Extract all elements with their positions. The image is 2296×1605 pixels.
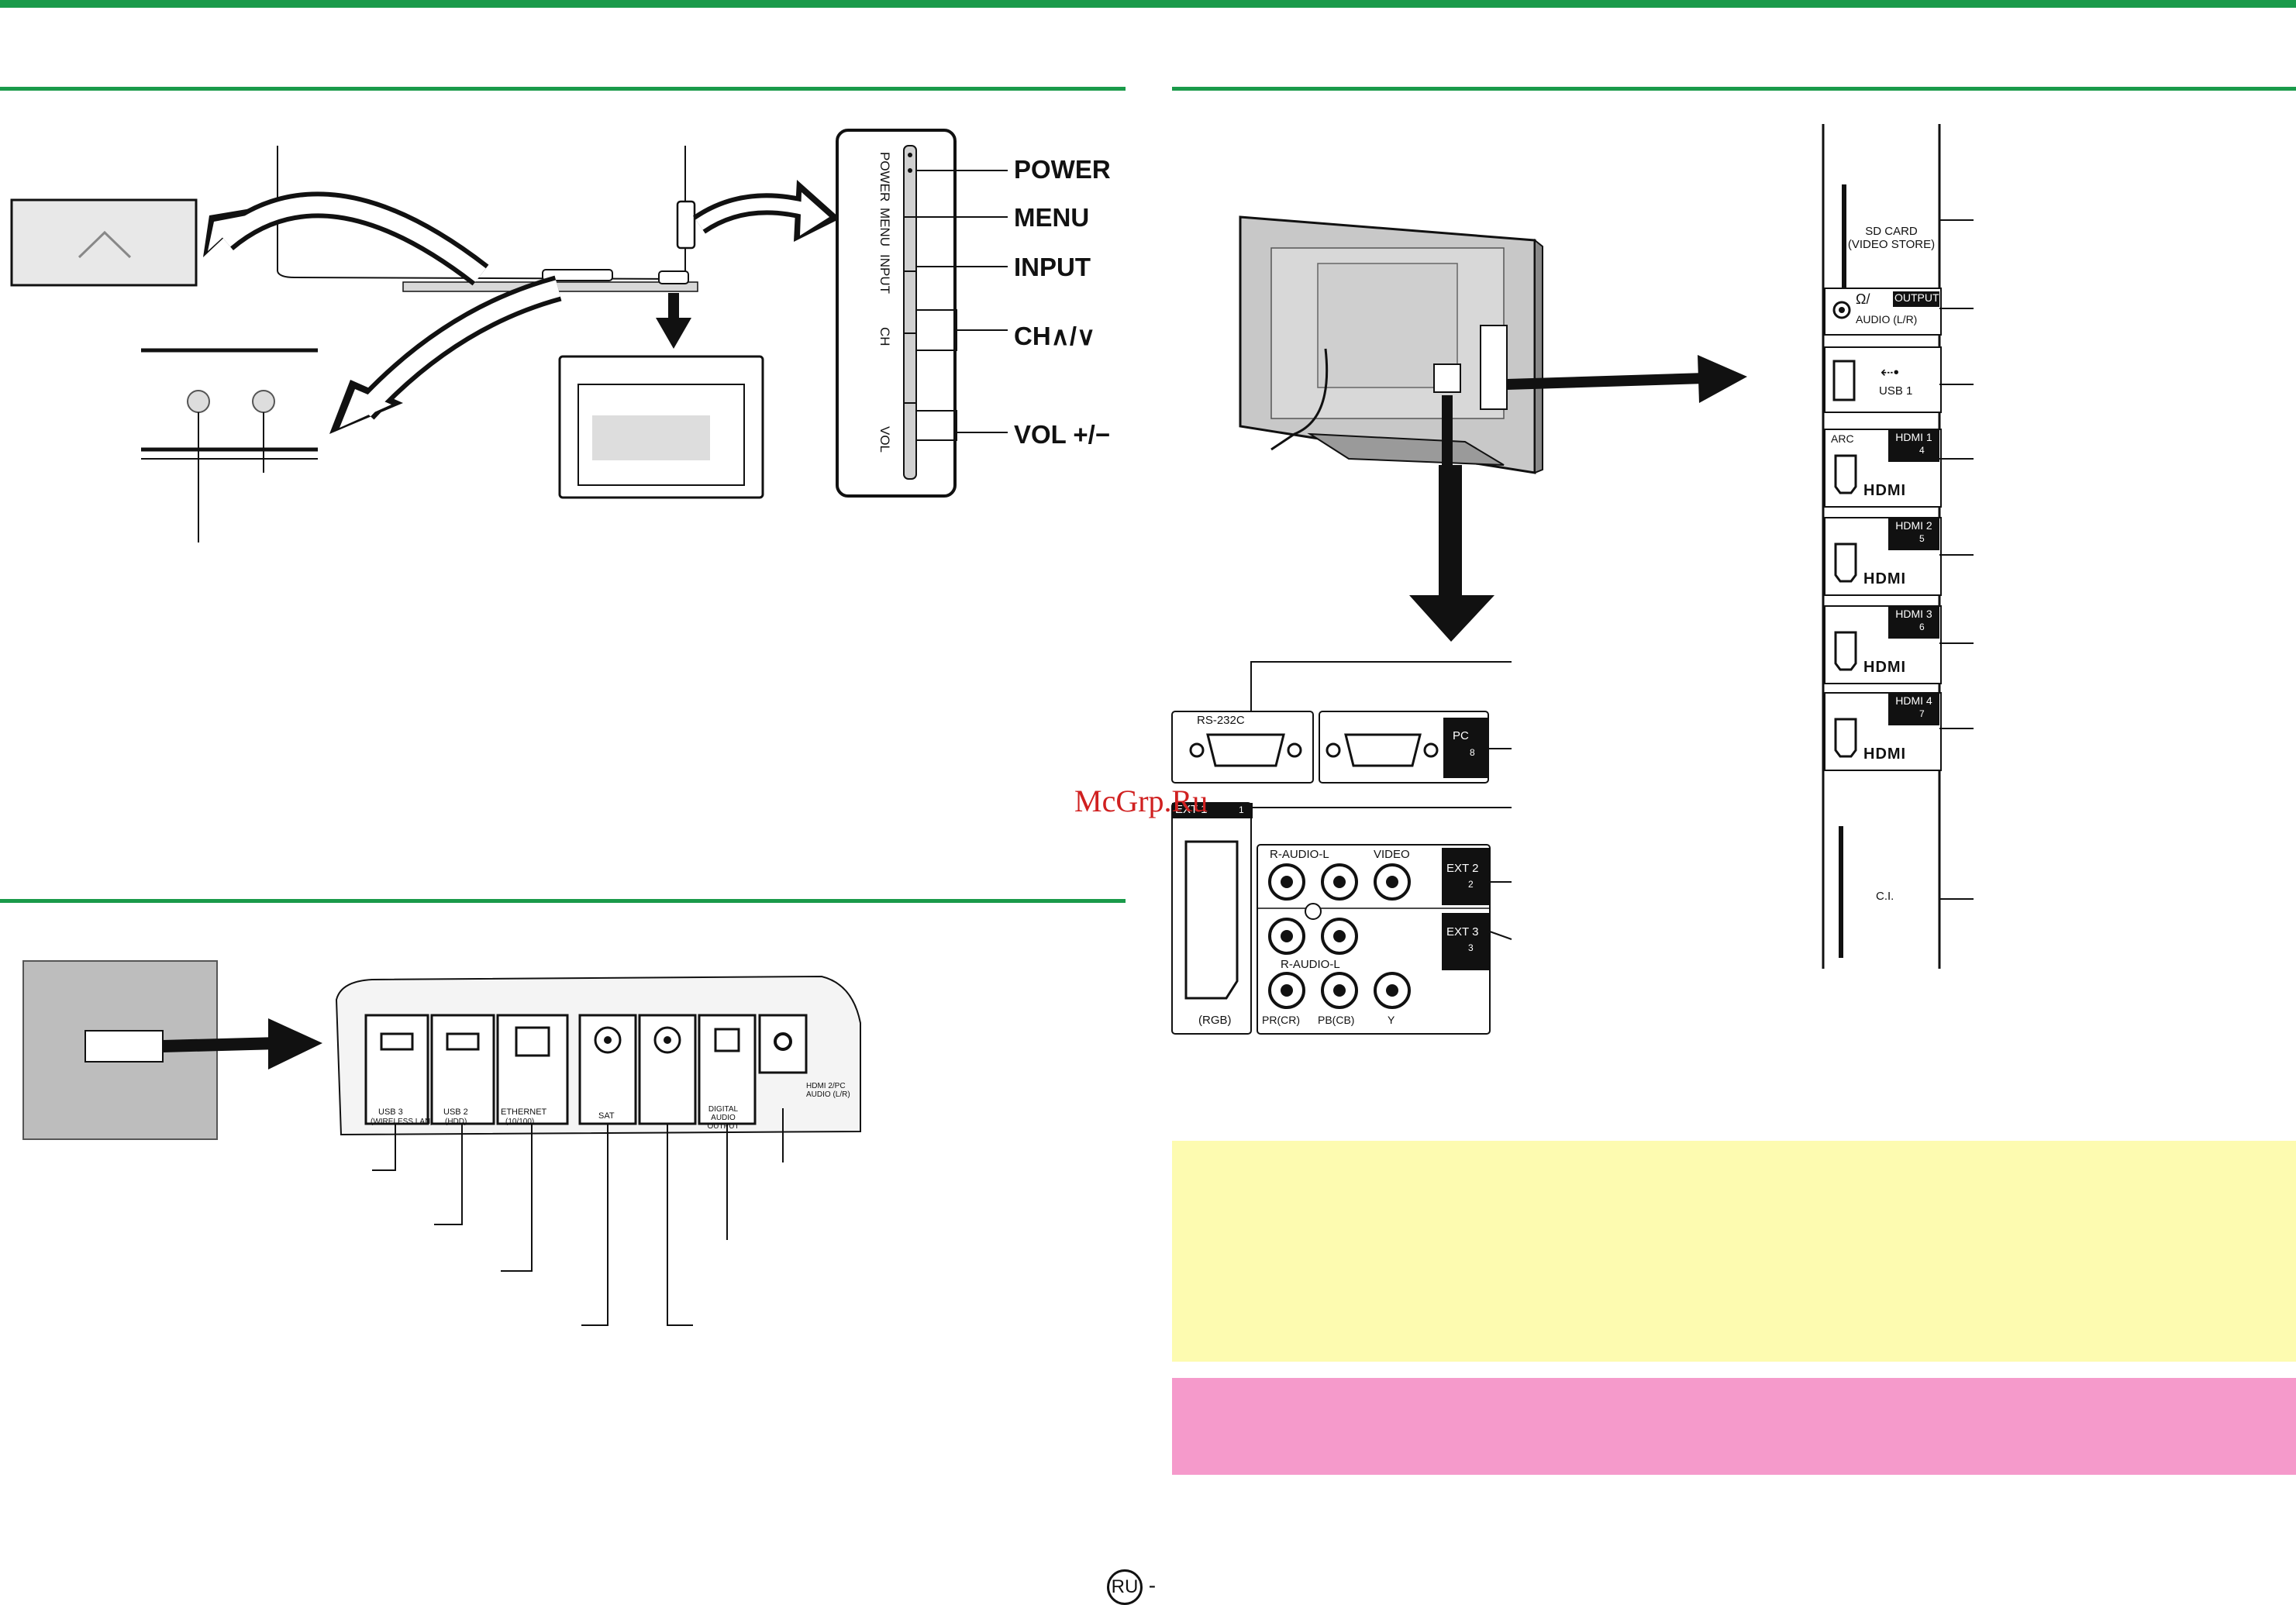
r-audio-l-label-ext2: R-AUDIO-L	[1270, 848, 1329, 861]
strip-label-vol: VOL	[877, 426, 892, 453]
hdmi2-input-number: 5	[1919, 533, 1925, 544]
side-terminal-diagram	[22, 960, 861, 1326]
rs232c-label: RS-232C	[1197, 714, 1245, 727]
ext2-label: EXT 2	[1446, 862, 1479, 875]
ext3-label: EXT 3	[1446, 925, 1479, 939]
note-box-yellow	[1172, 1141, 2296, 1362]
note-box-pink	[1172, 1378, 2296, 1475]
strip-label-ch: CH	[877, 327, 892, 346]
hdmi-pc-audio-label: HDMI 2/PC AUDIO (L/R)	[806, 1082, 850, 1099]
bottom-terminal-panel	[1171, 661, 1512, 1035]
strip-label-input: INPUT	[877, 254, 892, 294]
ethernet-label: ETHERNET	[501, 1107, 547, 1117]
label-input: INPUT	[1014, 253, 1091, 281]
usb3-label: USB 3	[378, 1107, 403, 1117]
digital-audio-output-label: DIGITAL AUDIO OUTPUT	[707, 1105, 739, 1131]
down-arrow	[1409, 465, 1494, 642]
label-vol: VOL +/−	[1014, 420, 1111, 449]
wireless-lan-label: (WIRELESS LAN)	[371, 1118, 433, 1126]
label-ch: CH∧/∨	[1014, 322, 1096, 350]
pc-label: PC	[1453, 729, 1469, 742]
usb-icon: ⇠•	[1881, 364, 1899, 381]
hdmi-port-1	[1824, 429, 1974, 508]
hdmi4-input-number: 7	[1919, 708, 1925, 719]
page-dash: -	[1148, 1573, 1157, 1597]
hdmi3-badge: HDMI 3	[1895, 608, 1932, 620]
label-power: POWER	[1014, 155, 1111, 184]
hdmi1-logo: HDMI	[1863, 482, 1907, 499]
hdmi3-logo: HDMI	[1863, 659, 1907, 676]
audio-lr-label: AUDIO (L/R)	[1856, 313, 1918, 325]
hdmi-port-4	[1824, 692, 1974, 771]
section-rule-rear-terminals	[1172, 87, 2296, 91]
hdmi1-badge: HDMI 1	[1895, 431, 1932, 443]
headphone-icon: Ω/	[1856, 291, 1870, 307]
sat-label: SAT	[598, 1111, 615, 1121]
hdmi4-logo: HDMI	[1863, 746, 1907, 763]
label-menu: MENU	[1014, 203, 1090, 232]
usb1-label: USB 1	[1879, 384, 1913, 398]
hdmi-port-3	[1824, 605, 1974, 684]
front-panel-diagram: POWER MENU INPUT CH VOL	[10, 129, 1008, 542]
language-badge: RU	[1107, 1569, 1143, 1605]
pb-label: PB(CB)	[1318, 1014, 1355, 1026]
rgb-label: (RGB)	[1198, 1014, 1232, 1027]
arc-label: ARC	[1831, 432, 1854, 445]
watermark: McGrp.Ru	[1074, 784, 1208, 818]
section-rule-side-terminals	[0, 899, 1126, 903]
audio-output-badge: OUTPUT	[1894, 291, 1939, 304]
strip-label-menu: MENU	[877, 208, 892, 246]
ext2-input-number: 2	[1468, 879, 1474, 890]
pr-label: PR(CR)	[1262, 1014, 1300, 1026]
page-footer: RU -	[1107, 1569, 1156, 1605]
rear-terminal-strip	[1822, 124, 1974, 969]
sd-card-label: SD CARD (VIDEO STORE)	[1847, 225, 1936, 251]
r-audio-l-label-ext3: R-AUDIO-L	[1281, 958, 1340, 971]
ext1-label: EXT 1	[1175, 803, 1208, 816]
top-rule	[0, 0, 2296, 8]
hdd-label: (HDD)	[445, 1118, 467, 1126]
ext3-input-number: 3	[1468, 942, 1474, 953]
y-label: Y	[1388, 1014, 1395, 1026]
pc-input-number: 8	[1470, 747, 1475, 758]
ci-label: C.I.	[1876, 890, 1894, 903]
strip-label-power: POWER	[877, 152, 892, 201]
hdmi4-badge: HDMI 4	[1895, 694, 1932, 707]
hdmi-port-2	[1824, 517, 1974, 596]
hdmi3-input-number: 6	[1919, 622, 1925, 632]
usb2-label: USB 2	[443, 1107, 468, 1117]
hdmi2-badge: HDMI 2	[1895, 519, 1932, 532]
tv-rear-diagram	[1239, 215, 1747, 496]
ext1-input-number: 1	[1239, 804, 1244, 815]
hdmi1-input-number: 4	[1919, 445, 1925, 456]
section-rule-controls	[0, 87, 1126, 91]
hdmi2-logo: HDMI	[1863, 570, 1907, 587]
video-label: VIDEO	[1374, 848, 1410, 861]
ethernet-speed-label: (10/100)	[505, 1118, 535, 1126]
